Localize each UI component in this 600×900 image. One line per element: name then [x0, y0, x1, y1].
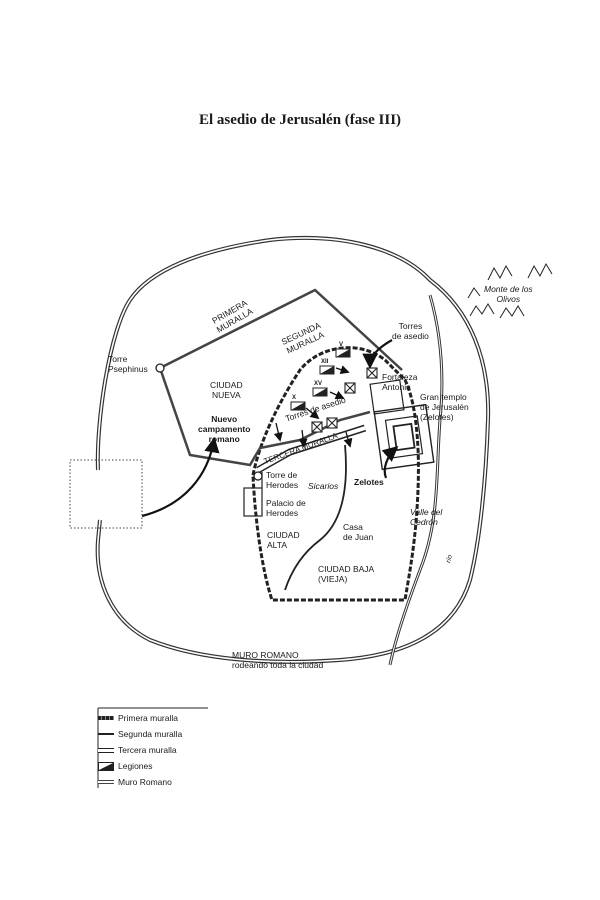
arrow-to-siege-towers — [362, 339, 393, 370]
kidron-river — [388, 294, 444, 666]
siege-tower-1 — [311, 421, 323, 433]
second-wall — [158, 288, 403, 467]
label-zelotes: Zelotes — [354, 477, 384, 487]
legend-item-romano: Muro Romano — [98, 776, 172, 788]
legend-swatch-primera — [98, 716, 114, 720]
legion-markers — [290, 348, 351, 411]
legion-v-label: V — [339, 342, 344, 348]
third-wall — [256, 424, 367, 474]
arrow-new-camp — [141, 436, 220, 518]
label-ciudad-baja: CIUDAD BAJA(VIEJA) — [318, 564, 375, 584]
legend-swatch-tercera — [98, 748, 114, 753]
legend-item-segunda: Segunda muralla — [98, 728, 182, 740]
tower-psephinus-marker — [155, 363, 165, 373]
legend-item-tercera: Tercera muralla — [98, 744, 177, 756]
legend-swatch-romano — [98, 780, 114, 784]
legend-item-legiones: Legiones — [98, 760, 153, 772]
first-wall — [251, 346, 420, 602]
legend-swatch-segunda — [98, 733, 114, 735]
siege-towers — [311, 367, 378, 433]
tower-herodes-marker — [253, 471, 263, 481]
legion-v-marker — [335, 348, 351, 358]
old-camp-outline — [69, 459, 143, 529]
tyropoeon-line — [284, 444, 347, 591]
mount-olives-ridges — [467, 262, 553, 319]
legion-xii-marker — [319, 365, 335, 375]
siege-tower-top — [344, 382, 356, 394]
legion-x-label: X — [292, 395, 297, 401]
legion-xv-label: XV — [314, 381, 323, 387]
legend-swatch-legiones — [98, 762, 114, 771]
legion-xv-marker — [312, 387, 328, 397]
siege-tower-2 — [326, 417, 338, 429]
legend-item-primera: Primera muralla — [98, 712, 178, 724]
legion-xii-label: XII — [321, 359, 329, 365]
legion-x-marker — [290, 401, 306, 411]
map-title: El asedio de Jerusalén (fase III) — [198, 112, 402, 128]
roman-wall — [95, 236, 491, 664]
legion-arrows — [273, 365, 353, 448]
arrow-zelotes — [381, 445, 399, 479]
siege-tower-upper — [366, 367, 378, 379]
label-sicarios: Sicarios — [308, 481, 339, 491]
temple-compound — [369, 379, 435, 471]
